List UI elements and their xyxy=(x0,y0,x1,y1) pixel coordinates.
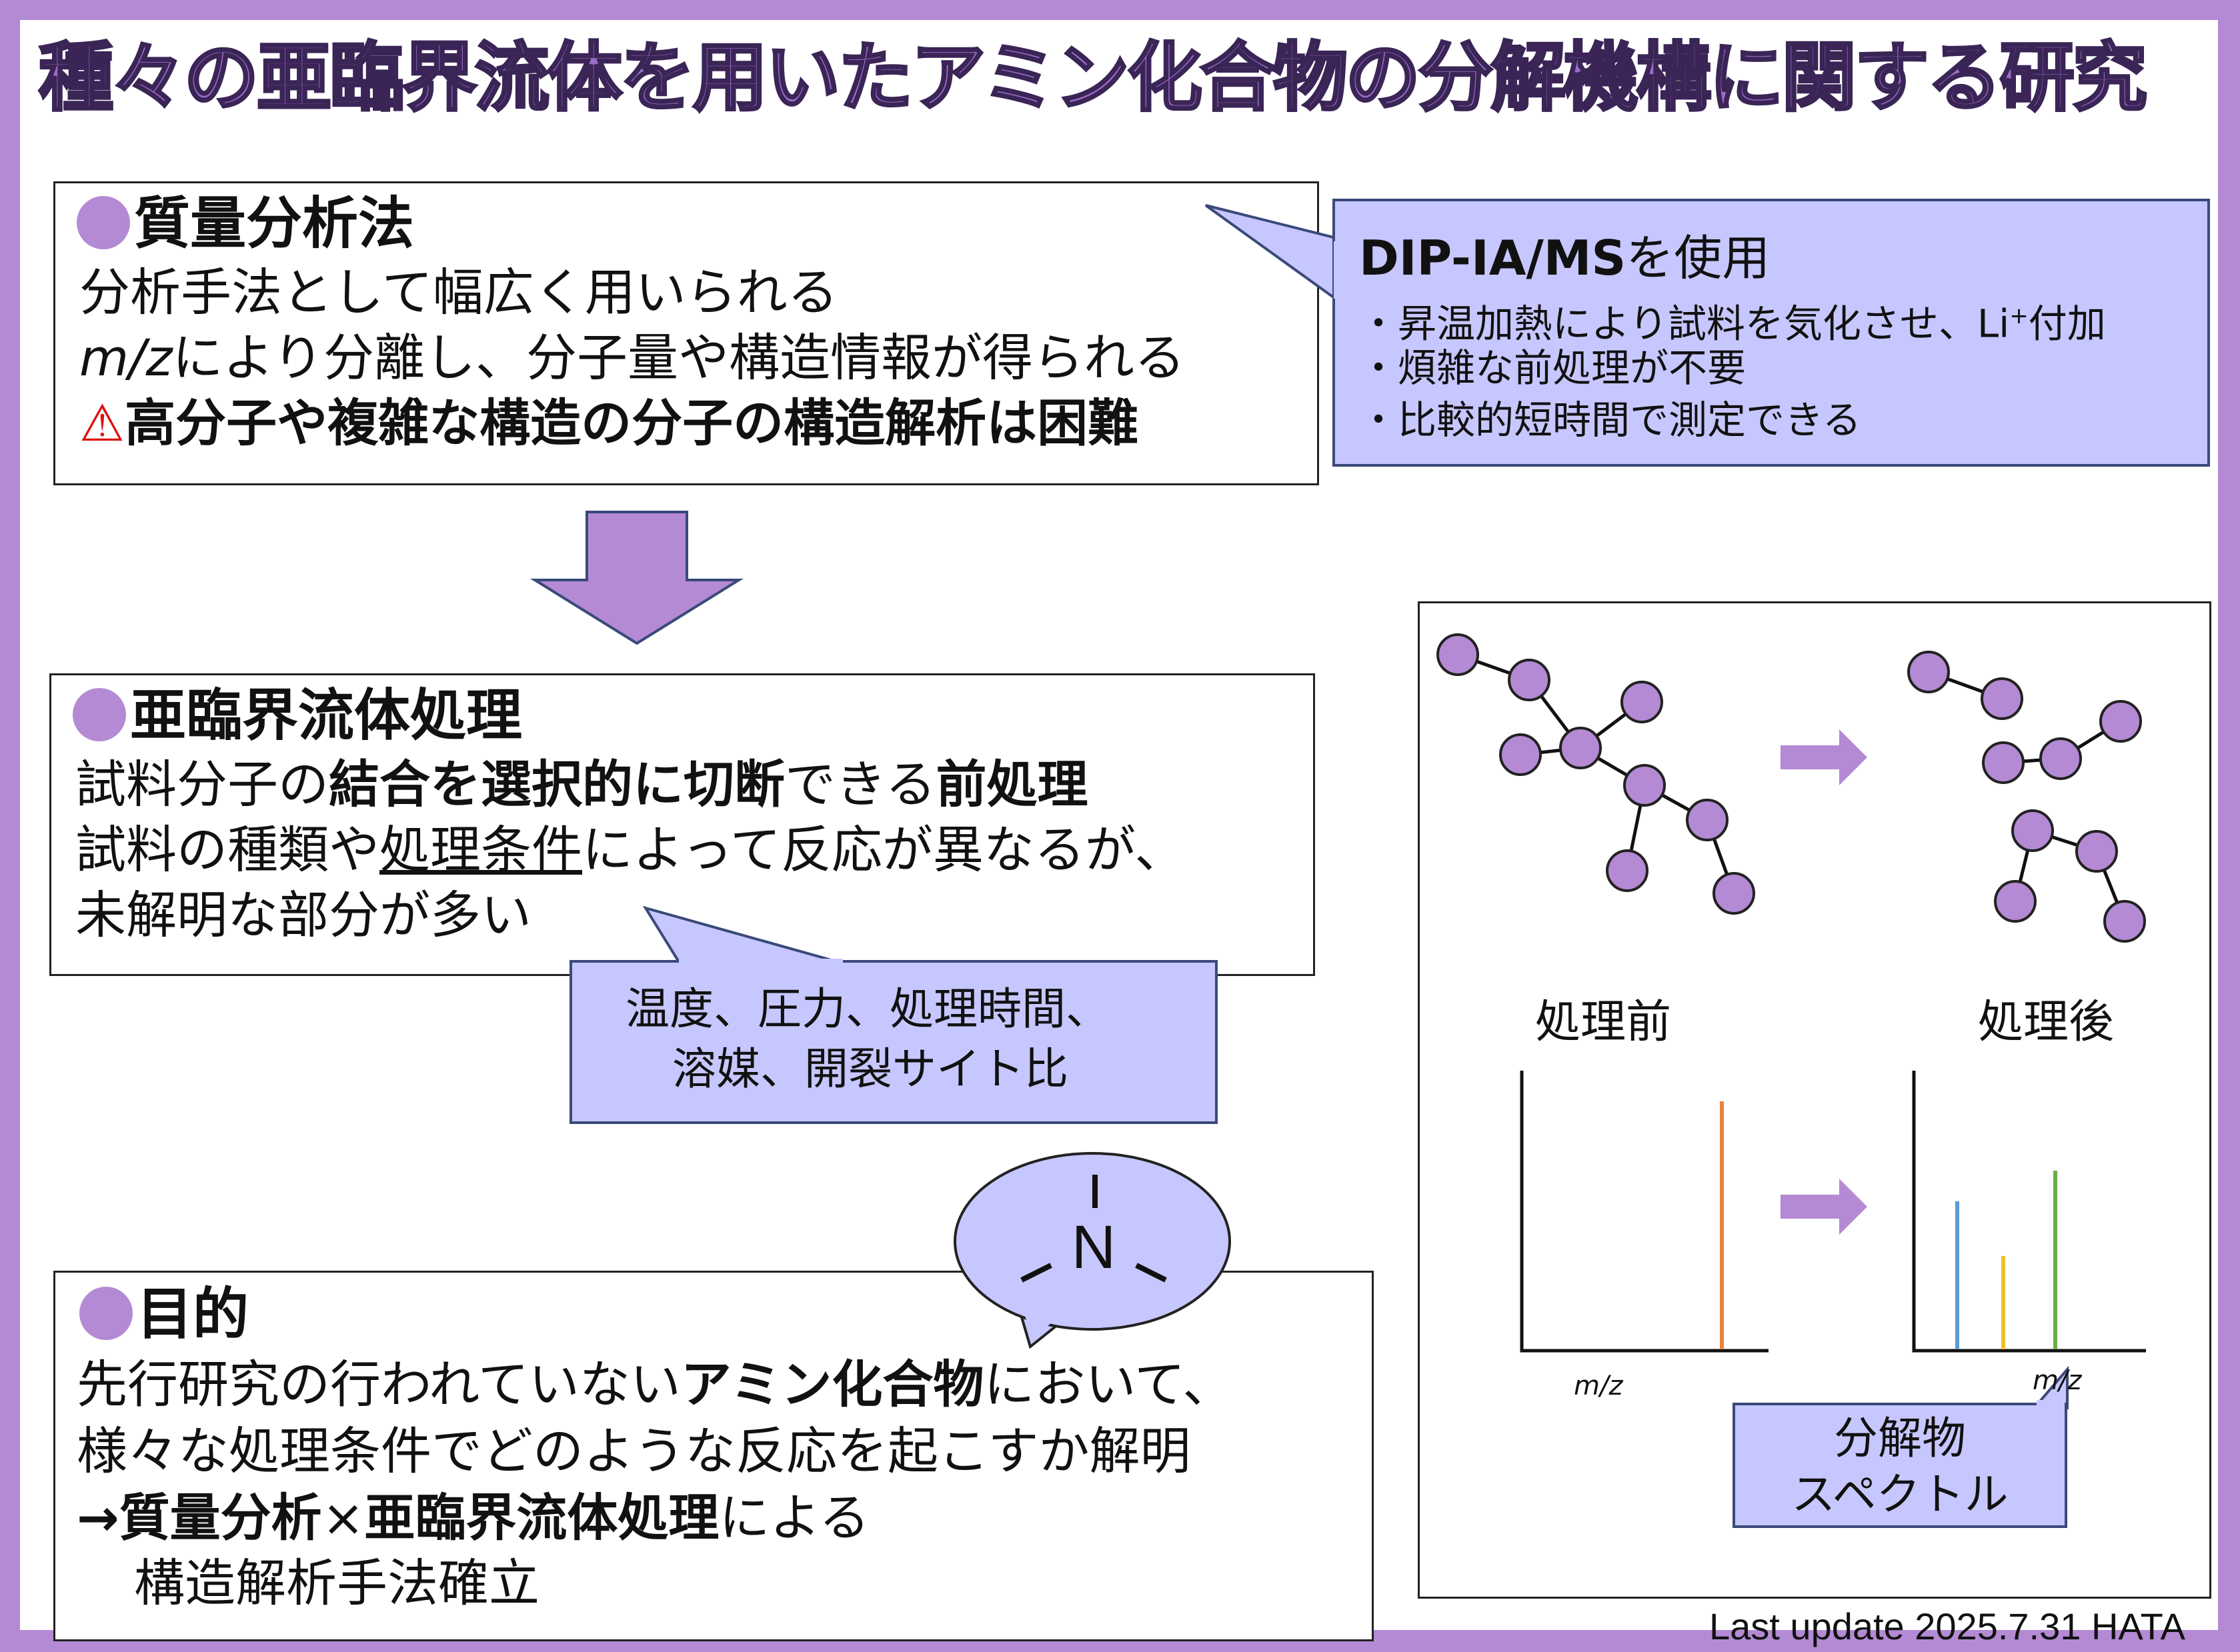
callout-tail-join xyxy=(2037,1400,2065,1407)
right-arrow-icon xyxy=(1781,1179,1867,1235)
subcritical-line-1: 試料分子の結合を選択的に切断できる前処理 xyxy=(75,755,1088,814)
dip-item-2: ・煩雑な前処理が不要 xyxy=(1359,345,1747,391)
atom-node xyxy=(1713,872,1755,915)
dip-item-3: ・比較的短時間で測定できる xyxy=(1359,397,1861,443)
decomp-callout: 分解物 スペクトル xyxy=(1733,1403,2067,1528)
atom-node xyxy=(2075,830,2118,873)
atom-node xyxy=(1982,741,2025,784)
after-label: 処理後 xyxy=(1978,996,2115,1049)
atom-node xyxy=(2099,700,2142,743)
ms-line-3: ⚠高分子や複雑な構造の分子の構造解析は困難 xyxy=(79,393,1139,453)
conditions-line-2: 溶媒、開裂サイト比 xyxy=(672,1043,1068,1095)
bullet-icon xyxy=(79,1287,133,1340)
purpose-line-1: 先行研究の行われていないアミン化合物において、 xyxy=(77,1355,1234,1414)
callout-tail-join xyxy=(1334,241,1339,299)
ms-line-1: 分析手法として幅広く用いられる xyxy=(79,263,838,322)
atom-node xyxy=(1994,880,2037,923)
atom-node xyxy=(1508,659,1550,701)
conditions-line-1: 温度、圧力、処理時間、 xyxy=(626,983,1110,1035)
subcritical-line-3: 未解明な部分が多い xyxy=(75,885,531,945)
right-arrow-icon xyxy=(1781,729,1867,785)
dip-heading: DIP-IA/MSを使用 xyxy=(1359,230,1771,286)
atom-node xyxy=(1623,764,1666,807)
purpose-heading: 目的 xyxy=(79,1281,249,1347)
purpose-section-box: 目的 先行研究の行われていないアミン化合物において、 様々な処理条件でどのような… xyxy=(53,1271,1374,1641)
atom-node xyxy=(1606,849,1648,892)
bullet-icon xyxy=(77,196,130,249)
dip-callout: DIP-IA/MSを使用 ・昇温加熱により試料を気化させ、Li+付加 ・煩雑な前… xyxy=(1332,199,2210,467)
atom-node xyxy=(2039,737,2082,780)
page-title: 種々の亜臨界流体を用いたアミン化合物の分解機構に関する研究 xyxy=(37,33,2149,123)
ms-line-2: m/zにより分離し、分子量や構造情報が得られる xyxy=(79,328,1186,387)
ms-heading: 質量分析法 xyxy=(77,190,414,257)
atom-node xyxy=(2103,900,2146,943)
down-arrow-icon xyxy=(529,511,744,645)
conditions-callout: 温度、圧力、処理時間、 溶媒、開裂サイト比 xyxy=(570,960,1218,1124)
decomp-line-1: 分解物 xyxy=(1834,1413,1966,1464)
bond-line-right xyxy=(1135,1263,1167,1283)
purpose-line-4: 構造解析手法確立 xyxy=(134,1553,539,1613)
x-axis-label-after: m/z xyxy=(2033,1365,2082,1396)
atom-node xyxy=(1559,727,1602,769)
spectrum-axes-after xyxy=(1912,1071,2146,1353)
atom-node xyxy=(1499,733,1542,776)
before-label: 処理前 xyxy=(1535,996,1672,1049)
atom-nodes xyxy=(1436,633,2146,943)
dip-item-1: ・昇温加熱により試料を気化させ、Li+付加 xyxy=(1359,301,2106,347)
atom-node xyxy=(1981,677,2023,720)
bond-line-left xyxy=(1020,1263,1052,1283)
ms-section-box: 質量分析法 分析手法として幅広く用いられる m/zにより分離し、分子量や構造情報… xyxy=(53,181,1319,485)
warning-icon: ⚠ xyxy=(79,393,125,453)
spectrum-axes-before xyxy=(1520,1071,1769,1353)
purpose-line-3: →質量分析×亜臨界流体処理による xyxy=(77,1488,870,1547)
callout-tail-join xyxy=(679,959,843,964)
x-axis-label-before: m/z xyxy=(1574,1371,1623,1401)
atom-node xyxy=(1686,799,1729,841)
subcritical-section-box: 亜臨界流体処理 試料分子の結合を選択的に切断できる前処理 試料の種類や処理条件に… xyxy=(49,673,1315,976)
atom-node xyxy=(1907,651,1950,693)
decomp-line-2: スペクトル xyxy=(1791,1469,2009,1520)
bullet-icon xyxy=(73,688,126,741)
nitrogen-atom: N xyxy=(1072,1213,1116,1281)
atom-node xyxy=(2011,809,2054,852)
footer-update: Last update 2025.7.31 HATA xyxy=(1709,1605,2185,1647)
purpose-line-2: 様々な処理条件でどのような反応を起こすか解明 xyxy=(77,1421,1191,1481)
atom-node xyxy=(1620,681,1663,723)
atom-node xyxy=(1436,633,1479,676)
subcritical-line-2: 試料の種類や処理条件によって反応が異なるが、 xyxy=(75,820,1186,879)
subcritical-heading: 亜臨界流体処理 xyxy=(73,682,522,749)
